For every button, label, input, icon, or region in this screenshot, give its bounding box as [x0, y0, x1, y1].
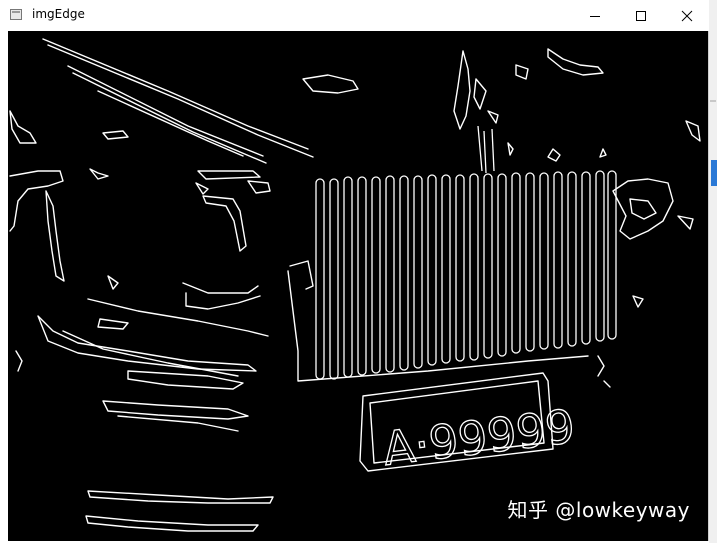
window-title: imgEdge	[32, 7, 85, 21]
watermark: 知乎 @lowkeyway	[507, 498, 690, 522]
maximize-button[interactable]	[618, 0, 664, 31]
app-icon	[10, 9, 22, 20]
title-bar[interactable]: imgEdge	[0, 0, 709, 31]
plate-text: A·99999	[380, 399, 578, 476]
minimize-icon	[590, 15, 600, 17]
background-divider	[710, 100, 716, 102]
edge-image-canvas: A·99999 知乎 @lowkeyway	[8, 31, 708, 541]
background-window-strip	[709, 0, 717, 543]
minimize-button[interactable]	[572, 0, 618, 31]
close-icon	[681, 10, 693, 21]
grille-edges	[315, 125, 617, 380]
background-accent	[711, 160, 717, 186]
close-button[interactable]	[664, 0, 710, 31]
edge-image: A·99999	[9, 38, 701, 532]
maximize-icon	[636, 10, 646, 21]
